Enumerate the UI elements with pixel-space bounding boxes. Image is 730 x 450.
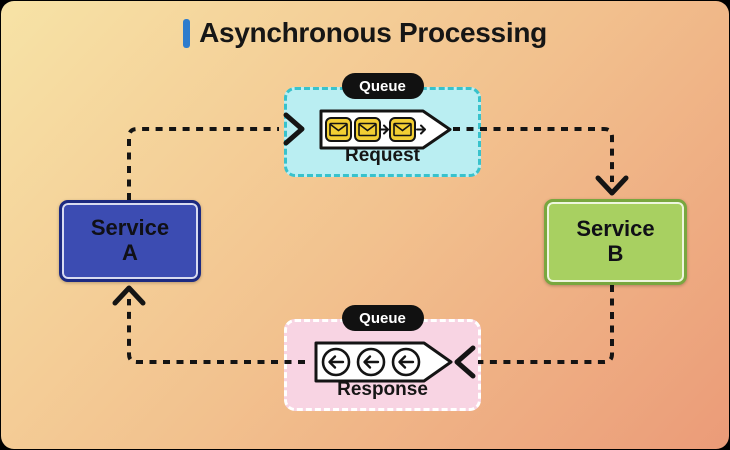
envelope-icon [389, 117, 416, 142]
arrowhead-down-icon [595, 175, 629, 196]
connector-response-to-service-a [127, 299, 305, 364]
request-message-flow-icon [319, 109, 452, 150]
request-label: Request [345, 145, 420, 166]
arrow-left-circle-icon [321, 347, 351, 377]
envelope-icon [354, 117, 381, 142]
response-message-flow-icon [314, 341, 453, 383]
title-accent-bar [183, 18, 191, 48]
title-text: Asynchronous Processing [199, 17, 547, 48]
service-a-letter: A [122, 240, 138, 265]
response-label: Response [337, 379, 428, 400]
envelope-icon [325, 117, 352, 142]
service-b-letter: B [607, 241, 624, 266]
arrow-right-icon [379, 124, 389, 135]
arrow-right-icon [416, 124, 426, 135]
connector-service-a-to-request [127, 127, 279, 200]
arrow-left-circle-icon [391, 347, 421, 377]
connector-service-b-to-response [478, 285, 614, 364]
arrow-left-circle-icon [356, 347, 386, 377]
service-a-node: Service A [59, 200, 201, 282]
response-queue: Queue Response [284, 305, 481, 411]
request-queue: Queue [284, 73, 481, 177]
service-a-name: Service [90, 215, 170, 241]
request-queue-badge: Queue [341, 73, 424, 99]
response-queue-badge: Queue [341, 305, 424, 331]
page-title: Asynchronous Processing [1, 17, 729, 49]
service-b-node: Service B [544, 199, 687, 285]
service-b-name: Service [576, 216, 655, 242]
arrowhead-up-icon [112, 285, 146, 306]
